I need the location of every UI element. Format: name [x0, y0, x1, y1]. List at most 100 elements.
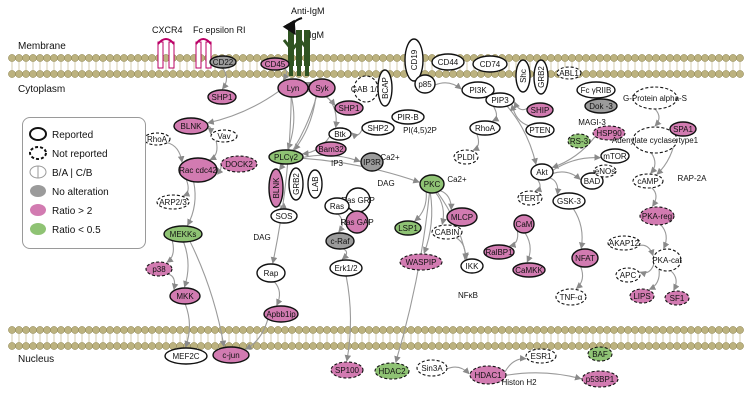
node-bam32[interactable]: Bam32 [315, 141, 347, 157]
node-ikk[interactable]: IKK [460, 258, 484, 274]
node-vav[interactable]: Vav [210, 129, 238, 143]
node-pten[interactable]: PTEN [525, 122, 555, 138]
node-abl1[interactable]: ABL1 [556, 66, 582, 80]
node-p85[interactable]: p85 [414, 74, 436, 94]
node-cd74-label: CD74 [480, 60, 501, 69]
node-camp[interactable]: cAMP [632, 173, 664, 189]
node-ralbp1[interactable]: RalBP1 [483, 244, 515, 260]
node-arp23[interactable]: ARP2/3 [156, 194, 190, 210]
node-sf1[interactable]: SF1 [664, 290, 690, 306]
node-cd74[interactable]: CD74 [472, 55, 508, 73]
node-pldi[interactable]: PLDI [453, 149, 479, 165]
node-shp1_a[interactable]: SHP1 [207, 89, 237, 105]
node-sos[interactable]: SOS [270, 208, 298, 224]
node-apc[interactable]: APC [615, 267, 641, 283]
node-cjun[interactable]: c-jun [212, 346, 250, 364]
node-cabin[interactable]: CABIN [431, 224, 463, 240]
node-shp1_b[interactable]: SHP1 [334, 100, 364, 116]
node-hdac2[interactable]: HDAC2 [374, 362, 410, 380]
node-rhoa_b[interactable]: RhoA [469, 120, 501, 136]
node-vav-shape [210, 129, 238, 143]
node-rs3[interactable]: RS-3 [567, 133, 591, 149]
node-shc-shape [515, 59, 531, 93]
node-gprot[interactable]: G-Protein alpha-S [623, 86, 687, 110]
node-plcg2[interactable]: PLCγ2 [268, 149, 304, 165]
edge-akt-mtor [552, 154, 602, 171]
node-enos[interactable]: eNOs [593, 164, 617, 178]
node-akt[interactable]: Akt [530, 163, 554, 181]
node-pirb[interactable]: PIR-B [391, 109, 425, 125]
node-bad[interactable]: BAD [580, 172, 604, 190]
node-pip3[interactable]: PIP3 [485, 92, 515, 108]
node-mkk[interactable]: MKK [169, 287, 201, 305]
node-sp100[interactable]: SP100 [330, 361, 364, 379]
node-erk12[interactable]: Erk1/2 [329, 259, 363, 277]
node-lsp1[interactable]: LSP1 [394, 220, 422, 236]
node-mekks[interactable]: MEKKs [163, 225, 203, 243]
node-rap[interactable]: Rap [256, 263, 286, 283]
node-waspip[interactable]: WASPIP [399, 253, 443, 271]
node-gab12[interactable]: GAB 1/2 [351, 75, 382, 103]
node-rasgap-shape [345, 210, 369, 234]
node-grb2_b[interactable]: GRB2 [288, 167, 304, 201]
node-cd45[interactable]: CD45 [260, 57, 290, 71]
node-rasgap[interactable]: Ras GAP [340, 210, 374, 234]
node-syk[interactable]: Syk [308, 78, 336, 98]
node-lips[interactable]: LIPS [629, 288, 655, 304]
node-nfat[interactable]: NFAT [571, 248, 599, 268]
edge-ras-craf [337, 213, 345, 233]
node-arp23-label: ARP2/3 [159, 198, 187, 207]
node-fcgriib[interactable]: Fc γRIIB [576, 81, 616, 99]
node-btk[interactable]: Btk [328, 127, 352, 141]
node-cjun-shape [212, 346, 250, 364]
node-bcap[interactable]: BCAP [377, 69, 393, 107]
node-lips-shape [629, 288, 655, 304]
node-grb2_a[interactable]: GRB2 [533, 59, 549, 95]
node-cam[interactable]: CaM [513, 214, 535, 234]
node-cd22[interactable]: CD22 [209, 55, 237, 69]
node-esr1[interactable]: ESR1 [525, 348, 557, 364]
node-gprot-label: G-Protein alpha-S [623, 94, 687, 103]
node-sin3a[interactable]: Sin3A [416, 359, 448, 377]
node-pkacat[interactable]: PKA-cat [652, 248, 682, 272]
edge-erk12-sp100 [344, 275, 352, 362]
node-lab[interactable]: LAB [307, 169, 323, 199]
node-pkareg[interactable]: PKA-reg [639, 206, 675, 226]
node-adcy[interactable]: Adenylate cyclase type1 [612, 126, 699, 154]
node-spa1[interactable]: SPA1 [669, 121, 697, 137]
node-shp1_b-label: SHP1 [339, 104, 360, 113]
node-p53bp1[interactable]: p53BP1 [581, 370, 619, 388]
node-rac[interactable]: Rac cdc42 [178, 157, 218, 183]
node-akap12[interactable]: AKAP12 [607, 235, 641, 251]
node-tert[interactable]: TERT [517, 190, 543, 206]
node-hdac1[interactable]: HDAC1 [469, 365, 507, 385]
node-hsp90[interactable]: HSP90 [592, 125, 626, 141]
node-blnk_a[interactable]: BLNK [173, 117, 209, 135]
node-ras[interactable]: Ras [324, 197, 350, 215]
node-mlcp[interactable]: MLCP [446, 207, 478, 227]
node-cd44[interactable]: CD44 [431, 53, 465, 71]
label-ca_a: Ca2+ [380, 153, 400, 162]
node-p38[interactable]: p38 [145, 261, 173, 277]
node-shp2[interactable]: SHP2 [361, 120, 395, 136]
node-mtor[interactable]: mTOR [600, 148, 630, 164]
node-mef2c[interactable]: MEF2C [164, 347, 208, 365]
node-apbb1ip[interactable]: Apbb1ip [263, 305, 299, 323]
node-craf[interactable]: c-Raf [325, 232, 355, 250]
node-dok3[interactable]: Dok -3 [584, 98, 618, 114]
node-dock2[interactable]: DOCK2 [220, 155, 258, 173]
node-camkk[interactable]: CaMKK [512, 262, 546, 278]
node-gsk3[interactable]: GSK-3 [552, 192, 586, 210]
node-rhoa_a[interactable]: RhoA [143, 132, 171, 146]
node-blnk_b[interactable]: BLNK [268, 168, 284, 208]
node-baf[interactable]: BAF [587, 346, 613, 362]
node-ip3r[interactable]: IP3R [360, 152, 384, 172]
node-lyn[interactable]: Lyn [277, 78, 309, 98]
node-ship[interactable]: SHIP [526, 102, 554, 118]
node-pi3k[interactable]: PI3K [461, 81, 495, 99]
node-shc[interactable]: Shc [515, 59, 531, 93]
node-cd19[interactable]: CD19 [404, 38, 424, 82]
node-pkc[interactable]: PKC [419, 174, 445, 194]
node-tnfa[interactable]: TNF-α [555, 288, 587, 306]
